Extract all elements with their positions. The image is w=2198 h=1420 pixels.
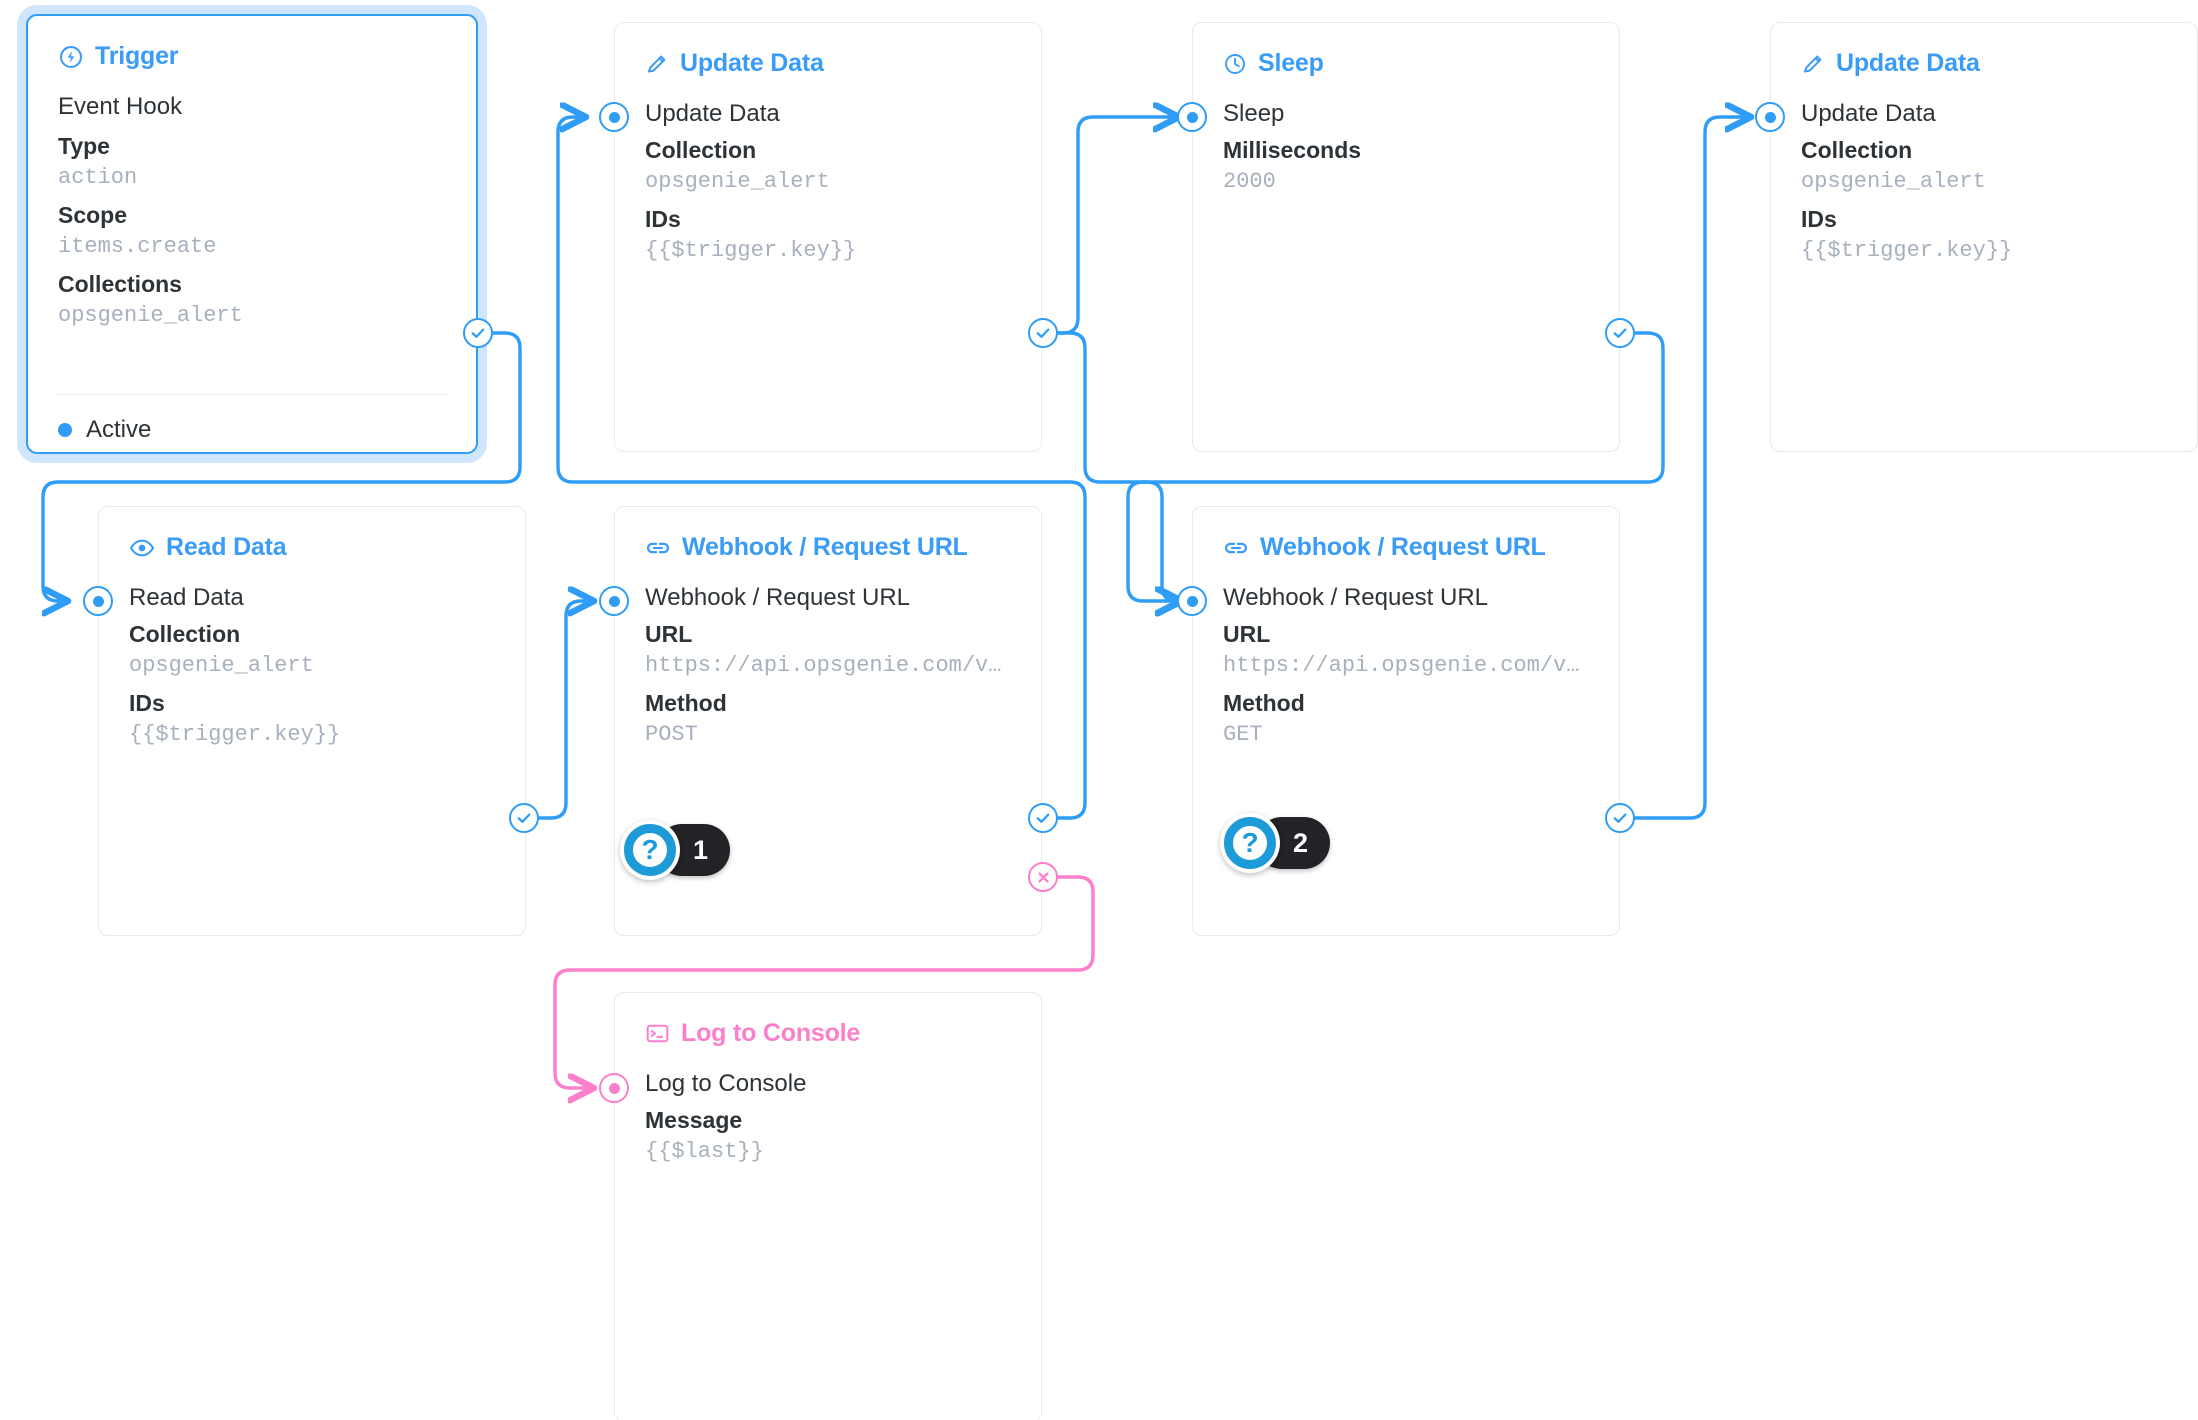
port-in-read-data[interactable] (83, 586, 113, 616)
field-value: opsgenie_alert (58, 303, 243, 328)
lightning-circle-icon (58, 44, 84, 70)
field-label: Type (58, 133, 110, 159)
eye-icon (129, 535, 155, 561)
node-title-text: Log to Console (681, 1019, 861, 1047)
field-label: IDs (1801, 206, 1837, 232)
node-title-text: Webhook / Request URL (1260, 533, 1546, 561)
port-in-log-to-console[interactable] (599, 1073, 629, 1103)
field-label: Collections (58, 271, 182, 297)
field-label: Message (645, 1107, 743, 1133)
field-label: Scope (58, 202, 128, 228)
port-in-webhook-1[interactable] (599, 586, 629, 616)
status-badge: Active (58, 416, 151, 444)
field-label: URL (1223, 621, 1271, 647)
field-value: https://api.opsgenie.com/v… (645, 653, 1002, 678)
port-out-read-data[interactable] (509, 803, 539, 833)
node-main-label: Webhook / Request URL (1223, 584, 1489, 611)
port-in-update-data-2[interactable] (1755, 102, 1785, 132)
field-value: opsgenie_alert (1801, 169, 1986, 194)
field-value: opsgenie_alert (129, 653, 314, 678)
node-update-data-2[interactable]: Update Data Update Data Collection opsge… (1770, 22, 2198, 452)
node-read-data[interactable]: Read Data Read Data Collection opsgenie_… (98, 506, 526, 936)
field-label: Collection (645, 137, 757, 163)
port-out-webhook-1[interactable] (1028, 803, 1058, 833)
field-label: Method (1223, 690, 1305, 716)
field-label: Collection (129, 621, 241, 647)
field-value: {{$last}} (645, 1139, 764, 1164)
node-log-to-console-title: Log to Console (645, 1019, 1011, 1048)
field-value: {{$trigger.key}} (645, 238, 857, 263)
port-in-update-data-1[interactable] (599, 102, 629, 132)
node-main-label: Webhook / Request URL (645, 584, 911, 611)
pencil-icon (1801, 52, 1825, 76)
node-update-data-2-title: Update Data (1801, 49, 2167, 78)
field-value: opsgenie_alert (645, 169, 830, 194)
node-title-text: Update Data (1836, 49, 1980, 77)
port-error-webhook-1[interactable] (1028, 862, 1058, 892)
node-trigger-title: Trigger (58, 42, 446, 71)
question-mark-icon: ? (624, 824, 676, 876)
terminal-icon (645, 1021, 670, 1046)
field-value: GET (1223, 722, 1263, 747)
field-value: POST (645, 722, 698, 747)
node-trigger[interactable]: Trigger Event Hook Type action Scope ite… (26, 14, 478, 454)
node-main-label: Sleep (1223, 100, 1285, 127)
link-icon (1223, 535, 1249, 561)
node-webhook-2-title: Webhook / Request URL (1223, 533, 1589, 562)
help-badge-count: 1 (692, 834, 708, 865)
port-out-update-data-1[interactable] (1028, 318, 1058, 348)
node-main-label: Read Data (129, 584, 244, 611)
node-main-label: Log to Console (645, 1070, 807, 1097)
node-title-text: Update Data (680, 49, 824, 77)
port-in-webhook-2[interactable] (1177, 586, 1207, 616)
node-log-to-console[interactable]: Log to Console Log to Console Message {{… (614, 992, 1042, 1420)
field-value: action (58, 165, 138, 190)
port-out-trigger[interactable] (463, 318, 493, 348)
field-value: https://api.opsgenie.com/v… (1223, 653, 1580, 678)
help-badge-circle[interactable]: ? (620, 820, 680, 880)
node-sleep-title: Sleep (1223, 49, 1589, 78)
field-label: URL (645, 621, 693, 647)
help-badge-circle[interactable]: ? (1220, 813, 1280, 873)
field-value: {{$trigger.key}} (129, 722, 341, 747)
card-divider (54, 394, 450, 395)
port-out-webhook-2[interactable] (1605, 803, 1635, 833)
node-title-text: Read Data (166, 533, 287, 561)
node-update-data-1-title: Update Data (645, 49, 1011, 78)
node-title-text: Sleep (1258, 49, 1324, 77)
node-title-text: Webhook / Request URL (682, 533, 968, 561)
node-main-label: Update Data (1801, 100, 1936, 127)
field-value: items.create (58, 234, 217, 259)
node-update-data-1[interactable]: Update Data Update Data Collection opsge… (614, 22, 1042, 452)
question-mark-icon: ? (1224, 817, 1276, 869)
status-dot (58, 423, 72, 437)
node-title-text: Trigger (95, 42, 179, 70)
node-main-label: Update Data (645, 100, 780, 127)
port-in-sleep[interactable] (1177, 102, 1207, 132)
status-label: Active (86, 416, 152, 443)
field-label: Milliseconds (1223, 137, 1362, 163)
pencil-icon (645, 52, 669, 76)
clock-icon (1223, 52, 1247, 76)
node-webhook-1-title: Webhook / Request URL (645, 533, 1011, 562)
port-out-sleep[interactable] (1605, 318, 1635, 348)
field-value: 2000 (1223, 169, 1276, 194)
field-label: IDs (645, 206, 681, 232)
field-label: Method (645, 690, 727, 716)
node-main-label: Event Hook (58, 93, 183, 120)
field-value: {{$trigger.key}} (1801, 238, 2013, 263)
help-badge-count: 2 (1292, 827, 1308, 858)
link-icon (645, 535, 671, 561)
node-read-data-title: Read Data (129, 533, 495, 562)
field-label: Collection (1801, 137, 1913, 163)
field-label: IDs (129, 690, 165, 716)
node-sleep[interactable]: Sleep Sleep Milliseconds 2000 (1192, 22, 1620, 452)
